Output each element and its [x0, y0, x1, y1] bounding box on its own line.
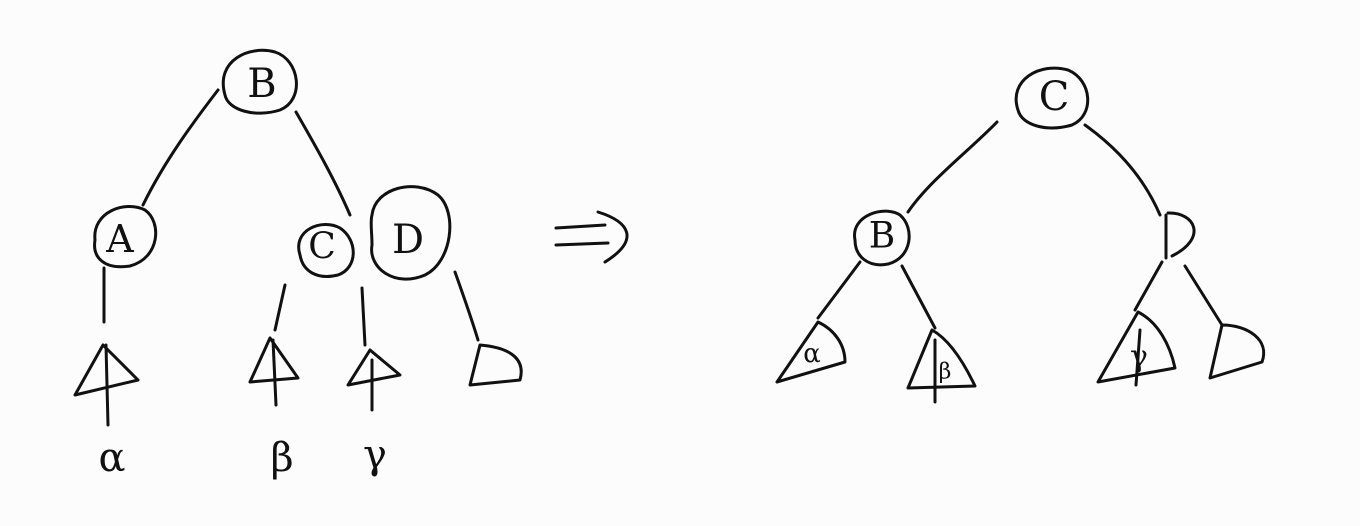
before-node-b: B [221, 48, 298, 115]
after-edge-c-d [1083, 123, 1162, 217]
after-edge-d-gamma [1133, 260, 1164, 312]
before-d-right-triangle-icon [468, 343, 523, 387]
after-subtree-d-right [1208, 323, 1266, 380]
before-node-b-label: B [247, 61, 276, 107]
after-subtree-alpha: α [775, 320, 847, 384]
before-alpha-label: α [98, 435, 125, 481]
after-edge-b-beta [900, 264, 937, 330]
after-subtree-gamma: γ [1096, 310, 1177, 387]
arrow-head-icon [596, 210, 629, 264]
before-node-c-label: C [308, 227, 336, 268]
before-edge-b-c [294, 110, 352, 217]
arrow-bottom-stroke [554, 241, 610, 247]
before-node-d: D [369, 185, 452, 281]
after-edge-d-right [1183, 264, 1224, 327]
before-node-a-label: A [105, 217, 134, 261]
after-subtree-beta: β [906, 328, 977, 404]
after-alpha-label: α [803, 339, 821, 369]
after-node-d: D [1164, 211, 1196, 260]
after-node-c-label: C [1039, 74, 1070, 120]
after-tree: C B D α β [775, 66, 1266, 404]
after-node-b: B [853, 209, 911, 267]
before-edge-b-a [141, 88, 220, 207]
before-edge-d-right [453, 270, 480, 342]
transform-arrow: ⇒ [554, 210, 629, 264]
after-d-right-triangle-icon [1208, 323, 1266, 380]
before-node-d-label: D [392, 217, 424, 263]
arrow-top-stroke [554, 223, 607, 230]
after-node-b-label: B [869, 216, 895, 257]
after-edge-c-b [906, 120, 999, 214]
before-node-a: A [93, 205, 158, 269]
before-subtree-gamma: γ [346, 348, 402, 478]
before-gamma-label: γ [363, 432, 387, 478]
before-node-c: C [297, 222, 355, 278]
before-subtree-d-right [468, 343, 523, 387]
after-node-d-shape [1166, 211, 1196, 258]
before-edge-c-gamma [360, 286, 367, 347]
before-gamma-triangle-icon [346, 348, 402, 387]
after-node-c: C [1014, 66, 1090, 130]
after-gamma-triangle-icon [1096, 310, 1177, 384]
before-subtree-alpha: α [73, 343, 140, 481]
after-alpha-triangle-icon [775, 320, 847, 384]
before-subtree-beta: β [248, 336, 300, 481]
before-edge-c-beta [273, 283, 287, 332]
after-gamma-label: γ [1130, 340, 1148, 375]
after-beta-label: β [939, 360, 952, 385]
before-beta-label: β [270, 435, 293, 481]
after-beta-triangle-icon [906, 328, 977, 390]
after-edge-b-alpha [816, 260, 862, 320]
before-tree: B A α C D [73, 48, 523, 481]
